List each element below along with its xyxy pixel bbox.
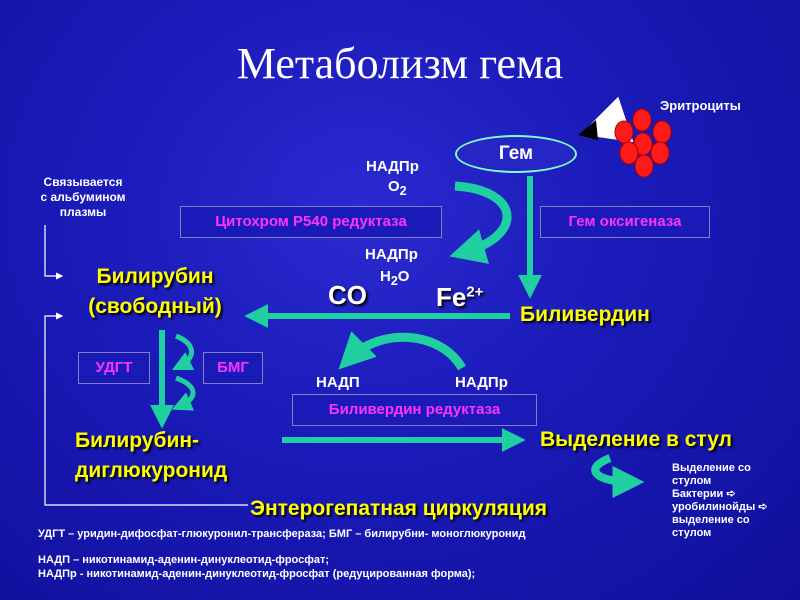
bilirubin-dg-line-1: Билирубин- (75, 429, 200, 452)
o2-subscript: 2 (399, 184, 407, 198)
fe-charge: 2+ (466, 283, 484, 301)
bilirubin-free: Билирубин (свободный) (70, 262, 240, 322)
side-note-line-5: выделение со (672, 514, 750, 526)
side-note-line-1: Выделение со (672, 462, 751, 474)
biliverdin-node: Биливердин (520, 303, 650, 326)
enzyme-bmg: БМГ (203, 352, 263, 384)
side-note-urobilinoids: уробилинойды (672, 501, 756, 513)
bilirubin-free-line-1: Билирубин (96, 265, 214, 288)
side-note-bacteria: Бактерии (672, 488, 724, 500)
enterohepatic-circulation: Энтерогепатная циркуляция (250, 497, 547, 520)
side-note-line-4: уробилинойды ➪ (672, 501, 796, 514)
right-arrow-icon: ➪ (726, 488, 736, 500)
erythrocytes-label: Эритроциты (660, 98, 741, 113)
albumin-note-line-2: с альбумином (40, 190, 126, 204)
arrow-reductase-cofactor (338, 331, 466, 371)
legend-line-1: УДГТ – уридин-дифосфат-глюкуронил-трансф… (38, 528, 526, 540)
enzyme-udgt: УДГТ (78, 352, 150, 384)
heme-node: Гем (455, 135, 577, 173)
side-note-line-2: стулом (672, 475, 712, 487)
o2-symbol: O (388, 178, 400, 195)
albumin-note-line-3: плазмы (59, 205, 107, 219)
albumin-note-line-1: Связывается (43, 175, 123, 189)
erythrocyte-arrowhead (578, 120, 598, 140)
side-note: Выделение со стулом Бактерии ➪ уробилино… (672, 462, 796, 540)
cofactor-nadpr-top: НАДПр (366, 158, 419, 175)
albumin-binding-line (44, 225, 64, 280)
product-fe: Fe2+ (436, 282, 483, 313)
side-note-line-3: Бактерии ➪ (672, 488, 796, 501)
excretion-node: Выделение в стул (540, 428, 732, 451)
h2o-o: O (397, 268, 410, 285)
product-co: CO (328, 280, 367, 310)
enzyme-cytochrome-p540-reductase: Цитохром Р540 редуктаза (180, 206, 442, 238)
arrow-udgt-curl-2 (171, 375, 196, 411)
cofactor-nadp-left: НАДП (316, 374, 360, 391)
bilirubin-diglucuronide: Билирубин- диглюкуронид (75, 426, 227, 486)
right-arrow-icon: ➪ (758, 501, 768, 513)
albumin-binding-note: Связывается с альбумином плазмы (18, 175, 148, 220)
h2o-subscript: 2 (390, 274, 398, 288)
bilirubin-dg-line-2: диглюкуронид (75, 459, 228, 482)
enzyme-heme-oxygenase: Гем оксигеназа (540, 206, 710, 238)
h2o-h: H (380, 268, 391, 285)
cofactor-o2: O2 (388, 178, 407, 198)
arrow-udgt-curl-1 (171, 333, 195, 371)
enterohepatic-loop-line (44, 312, 248, 506)
legend-line-2: НАДП – никотинамид-аденин-динуклеотид-фр… (38, 554, 330, 566)
bilirubin-free-line-2: (свободный) (88, 295, 222, 318)
cofactor-nadpr-right: НАДПр (455, 374, 508, 391)
enzyme-biliverdin-reductase: Биливердин редуктаза (292, 394, 537, 426)
arrow-excretion-enterohepatic (591, 454, 645, 498)
page-title: Метаболизм гема (236, 39, 564, 88)
side-note-line-6: стулом (672, 527, 712, 539)
arrow-cytochrome-cofactor (449, 181, 512, 264)
erythrocytes-icon (614, 108, 672, 178)
legend-line-3: НАДПр - никотинамид-аденин-динуклеотид-ф… (38, 568, 476, 580)
cofactor-nadpr-mid: НАДПр (365, 246, 418, 263)
cofactor-h2o: H2O (380, 268, 409, 288)
fe-symbol: Fe (436, 282, 467, 312)
